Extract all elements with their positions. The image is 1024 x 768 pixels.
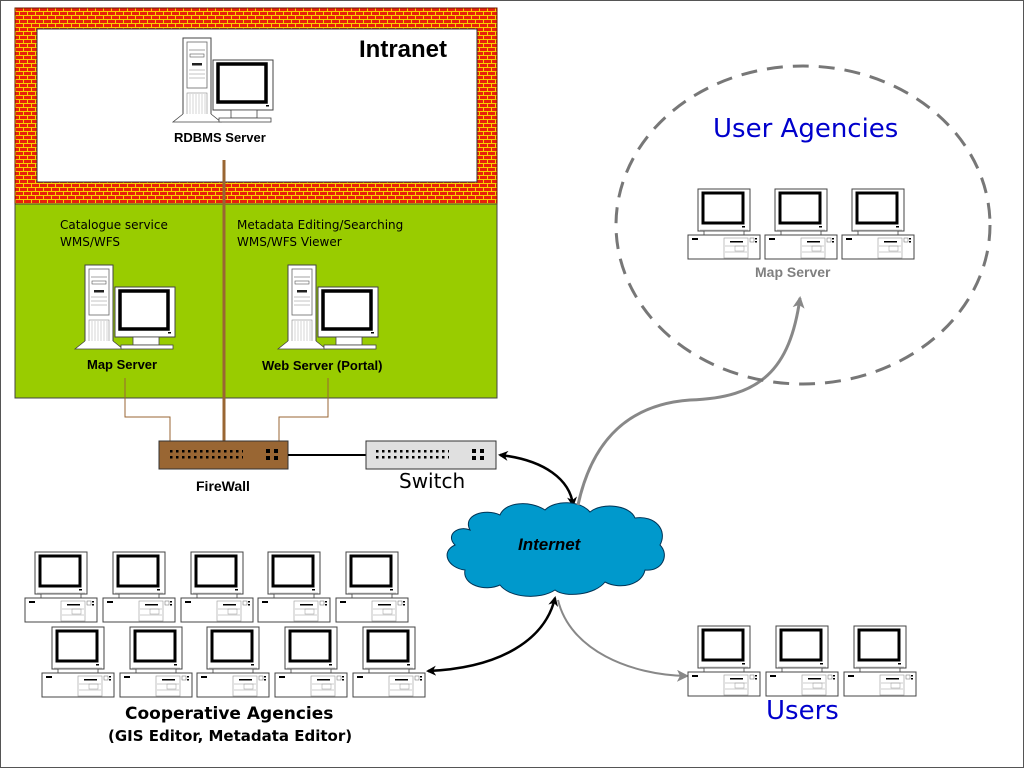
- switch-internet-arrow: [498, 450, 578, 507]
- user-agencies-title: User Agencies: [713, 114, 899, 144]
- intranet-title: Intranet: [359, 36, 448, 63]
- user-computer: [842, 624, 918, 698]
- internet-useragencies-arrow: [576, 296, 805, 506]
- cooperative-agency-computer: [118, 625, 194, 699]
- cooperative-agency-computer: [23, 550, 99, 624]
- internet-label: Internet: [518, 535, 581, 554]
- webserver-firewall-link: [278, 378, 329, 442]
- map-server-label: Map Server: [87, 357, 158, 372]
- map-server-desc-line2: WMS/WFS: [60, 235, 121, 249]
- firewall-device: [158, 440, 289, 470]
- cooperative-agencies-subtitle: (GIS Editor, Metadata Editor): [108, 727, 353, 745]
- internet-cloud: [446, 502, 665, 597]
- user-computer: [764, 624, 840, 698]
- user-agencies-map-server-label: Map Server: [755, 264, 831, 280]
- users-title: Users: [766, 696, 839, 726]
- user-agency-computer: [763, 187, 839, 261]
- cooperative-agency-computer: [334, 550, 410, 624]
- web-server-desc-line2: WMS/WFS Viewer: [237, 235, 342, 249]
- web-server-label: Web Server (Portal): [262, 358, 383, 373]
- cooperative-agency-computer: [256, 550, 332, 624]
- rdbms-server-label: RDBMS Server: [174, 130, 266, 145]
- user-agencies-boundary: [614, 64, 992, 386]
- cooperative-agency-computer: [40, 625, 116, 699]
- internet-cooperative-arrow: [426, 596, 559, 676]
- web-server-desc-line1: Metadata Editing/Searching: [237, 218, 404, 232]
- user-computer: [686, 624, 762, 698]
- switch-label: Switch: [399, 469, 466, 493]
- cooperative-agencies-title: Cooperative Agencies: [125, 704, 334, 724]
- cooperative-agency-computer: [351, 625, 427, 699]
- cooperative-agency-computer: [195, 625, 271, 699]
- map-server-desc-line1: Catalogue service: [60, 218, 168, 232]
- switch-device: [365, 440, 497, 470]
- internet-users-arrow: [557, 599, 689, 682]
- mapserver-firewall-link: [124, 378, 171, 442]
- cooperative-agency-computer: [101, 550, 177, 624]
- user-agency-computer: [840, 187, 916, 261]
- cooperative-agency-computer: [273, 625, 349, 699]
- user-agency-computer: [686, 187, 762, 261]
- cooperative-agency-computer: [179, 550, 255, 624]
- firewall-label: FireWall: [196, 478, 250, 494]
